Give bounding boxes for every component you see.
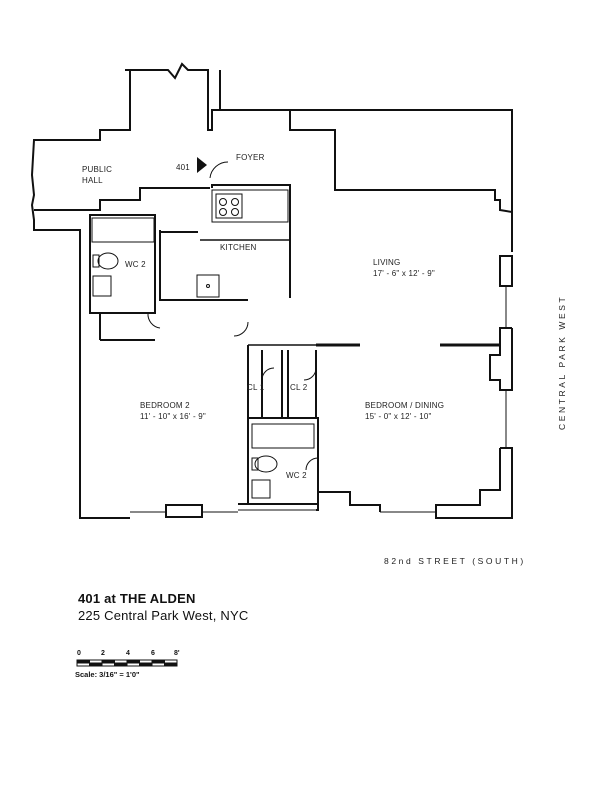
wc-2-top-label: WC 2 (125, 260, 146, 269)
scale-tick: 6 (151, 650, 155, 657)
property-address: 225 Central Park West, NYC (78, 608, 249, 623)
scale-ticks: 0 2 4 6 8' (75, 650, 185, 660)
walls (30, 62, 513, 519)
living-dimensions: 17' - 6" x 12' - 9" (373, 269, 435, 278)
living-label: LIVING (373, 258, 400, 267)
scale-text: Scale: 3/16" = 1'0" (75, 670, 140, 679)
scale-tick: 0 (77, 650, 81, 657)
closet-2-label: CL 2 (290, 383, 308, 392)
scale-tick: 4 (126, 650, 130, 657)
bedroom-dining-dimensions: 15' - 0" x 12' - 10" (365, 412, 432, 421)
scale-bar (76, 659, 178, 667)
bedroom-dining-label: BEDROOM / DINING (365, 401, 444, 410)
public-hall-label-2: HALL (82, 176, 103, 185)
unit-number-label: 401 (176, 163, 190, 172)
kitchen-label: KITCHEN (220, 243, 257, 252)
closet-1-label: CL 1 (247, 383, 265, 392)
foyer-label: FOYER (236, 153, 265, 162)
bedroom-2-label: BEDROOM 2 (140, 401, 190, 410)
wc-2-bottom-label: WC 2 (286, 471, 307, 480)
south-street-label: 82nd STREET (SOUTH) (384, 556, 526, 566)
bedroom-2-dimensions: 11' - 10" x 16' - 9" (140, 412, 206, 421)
public-hall-label: PUBLIC (82, 165, 112, 174)
fixtures (92, 161, 319, 499)
scale-tick: 8' (174, 650, 180, 657)
entry-arrow-icon (197, 157, 207, 173)
central-park-west-label: CENTRAL PARK WEST (557, 295, 567, 430)
scale-tick: 2 (101, 650, 105, 657)
property-title: 401 at THE ALDEN (78, 591, 196, 606)
